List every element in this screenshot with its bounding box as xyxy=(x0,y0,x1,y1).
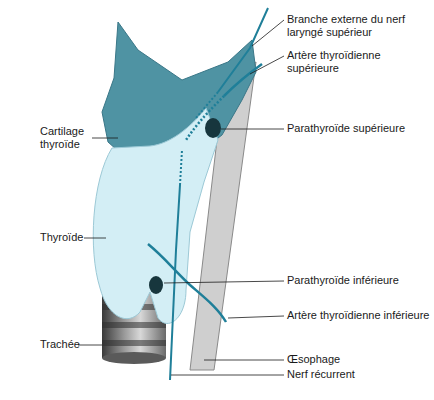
part-label: Trachée xyxy=(40,338,100,351)
part-label: Thyroïde xyxy=(40,231,100,244)
part-label: Artère thyroïdienne inférieure xyxy=(287,309,434,322)
leader-line xyxy=(252,20,284,46)
leader-line xyxy=(78,345,102,346)
parathyroid-superior xyxy=(205,118,221,138)
leader-line xyxy=(221,129,284,130)
part-label: Cartilage thyroïde xyxy=(40,125,96,151)
leader-line xyxy=(84,238,106,239)
part-label: Nerf récurrent xyxy=(287,368,407,381)
recurrent-nerve-hidden xyxy=(180,150,182,185)
leader-line xyxy=(164,281,284,283)
leader-line xyxy=(204,360,284,361)
leader-line xyxy=(171,375,284,376)
part-label: Parathyroïde supérieure xyxy=(287,122,427,135)
part-label: Artère thyroïdienne supérieure xyxy=(287,49,397,75)
part-label: Œsophage xyxy=(287,353,407,366)
leader-line xyxy=(250,56,284,74)
part-label: Parathyroïde inférieure xyxy=(287,274,427,287)
trachea-ring xyxy=(102,322,166,328)
trachea-end xyxy=(102,352,166,364)
superior-thyroid-artery-hidden xyxy=(186,96,224,140)
leader-lines xyxy=(78,20,284,375)
leader-line xyxy=(228,316,284,318)
superior-thyroid-artery xyxy=(224,64,262,96)
part-label: Branche externe du nerf laryngé supérieu… xyxy=(287,13,413,39)
trachea-ring xyxy=(102,340,166,346)
thyroid-gland xyxy=(93,108,218,323)
leader-line xyxy=(92,138,118,139)
parathyroid-inferior xyxy=(149,276,163,294)
